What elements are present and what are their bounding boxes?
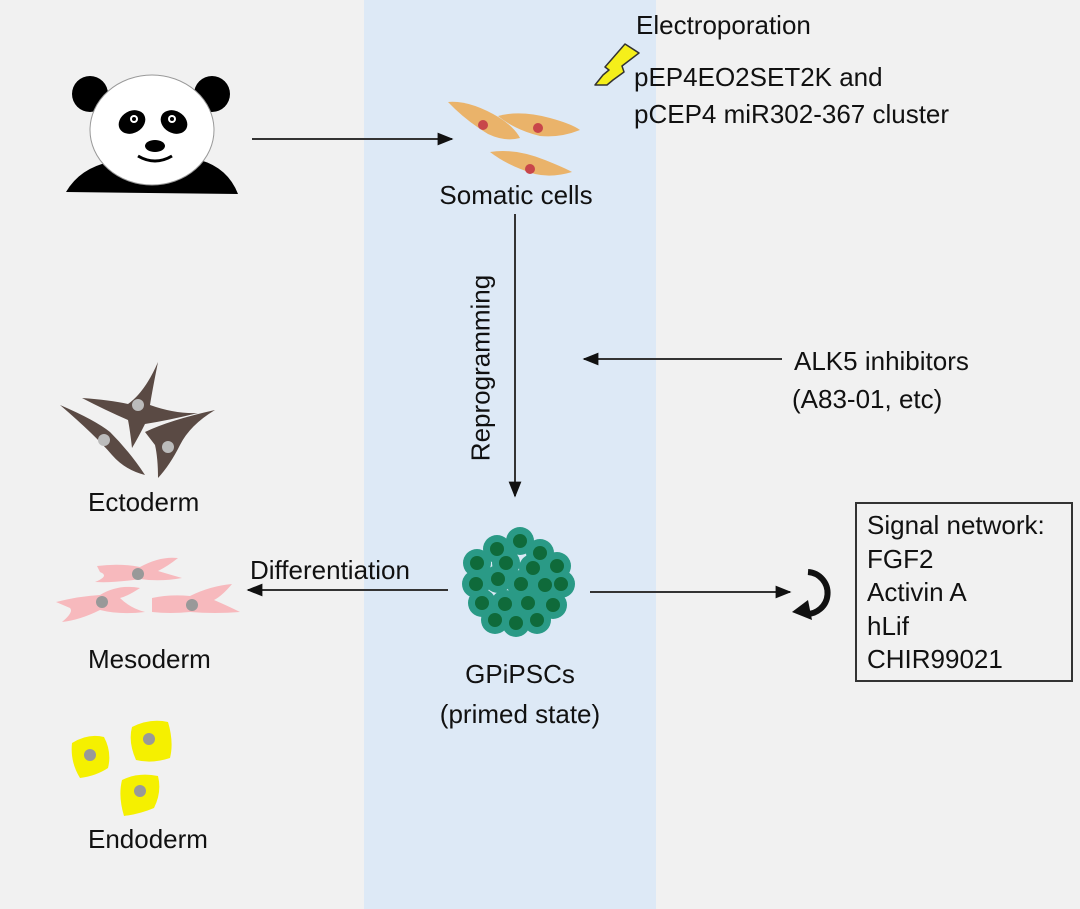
plasmid-line1: pEP4EO2SET2K and	[634, 62, 883, 92]
colony-nucleus	[470, 556, 484, 570]
endoderm-cells-icon	[71, 720, 172, 816]
signal-item: hLif	[867, 610, 909, 641]
cycle-arrow-icon	[792, 569, 831, 620]
colony-nucleus	[514, 577, 528, 591]
colony-nucleus	[469, 577, 483, 591]
inhibitors-line1: ALK5 inhibitors	[794, 346, 969, 376]
mesoderm-cells-icon	[56, 557, 240, 622]
ectoderm-cells-icon	[60, 362, 215, 478]
colony-nucleus	[521, 596, 535, 610]
mesoderm-label: Mesoderm	[88, 644, 211, 674]
ipsc-colony-icon	[462, 527, 575, 637]
colony-nucleus	[509, 616, 523, 630]
colony-nucleus	[550, 559, 564, 573]
signal-item: Activin A	[867, 577, 967, 607]
plasmid-line2: pCEP4 miR302-367 cluster	[634, 99, 950, 129]
ipsc-label-line1: GPiPSCs	[465, 659, 575, 689]
differentiation-label: Differentiation	[250, 555, 410, 585]
colony-nucleus	[499, 556, 513, 570]
lightning-bolt-icon	[594, 43, 640, 86]
colony-nucleus	[491, 572, 505, 586]
colony-nucleus	[490, 542, 504, 556]
colony-nucleus	[475, 596, 489, 610]
colony-nucleus	[488, 613, 502, 627]
colony-nucleus	[526, 561, 540, 575]
reprogramming-label: Reprogramming	[465, 274, 496, 462]
somatic-cells-label: Somatic cells	[439, 180, 593, 210]
colony-nucleus	[498, 597, 512, 611]
colony-nucleus	[530, 613, 544, 627]
colony-nucleus	[513, 534, 527, 548]
colony-nucleus	[554, 577, 568, 591]
inhibitors-line2: (A83-01, etc)	[792, 384, 943, 414]
colony-nucleus	[538, 578, 552, 592]
somatic-cells-icon	[448, 101, 580, 176]
signal-item: CHIR99021	[867, 644, 1003, 674]
colony-nucleus	[533, 546, 547, 560]
ectoderm-label: Ectoderm	[88, 487, 200, 517]
panda-icon	[66, 74, 238, 194]
electroporation-label: Electroporation	[636, 10, 811, 40]
signal-network-title: Signal network:	[867, 510, 1045, 540]
endoderm-label: Endoderm	[88, 824, 208, 854]
ipsc-label-line2: (primed state)	[439, 699, 601, 729]
signal-item: FGF2	[867, 543, 934, 574]
colony-nucleus	[546, 598, 560, 612]
signal-network-box: Signal network: FGF2 Activin A hLif CHIR…	[855, 502, 1073, 682]
